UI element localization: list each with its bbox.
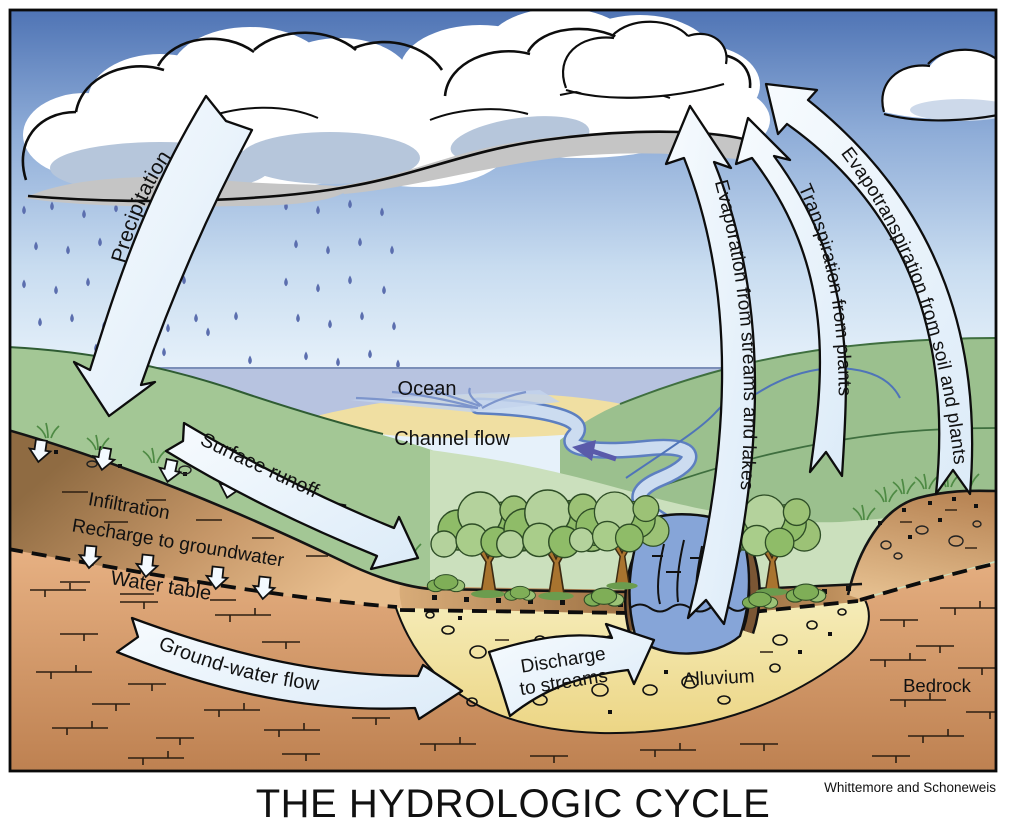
channel-flow-arrow-icon	[572, 440, 617, 462]
diagram-frame	[8, 8, 998, 773]
upper-right-cloud	[561, 20, 731, 99]
beach	[300, 393, 651, 438]
transpiration-arrow	[734, 116, 847, 478]
bedrock-label: Bedrock	[903, 675, 972, 696]
channel-flow-label: Channel flow	[394, 428, 510, 450]
right-soil-mound	[846, 489, 996, 599]
groundwater-flow-arrow	[115, 616, 464, 721]
alluvium-label: Alluvium	[682, 666, 755, 691]
water-table-line	[10, 547, 996, 615]
diagram-title: THE HYDROLOGIC CYCLE	[256, 782, 771, 826]
soil-decorations	[54, 450, 851, 607]
evapotranspiration-arrow	[764, 82, 974, 496]
surface-runoff-arrow	[164, 421, 420, 571]
bedrock-mass	[10, 548, 996, 771]
river-channel	[350, 361, 901, 545]
far-right-cloud	[881, 48, 996, 122]
soil-unsaturated	[10, 430, 632, 614]
discharge-arrow	[487, 622, 656, 718]
precipitation-arrow	[72, 94, 254, 418]
clouds	[21, 10, 996, 207]
credit: Whittemore and Schoneweis	[824, 780, 996, 795]
evaporation-arrow	[664, 104, 757, 626]
ocean-label: Ocean	[398, 378, 457, 400]
